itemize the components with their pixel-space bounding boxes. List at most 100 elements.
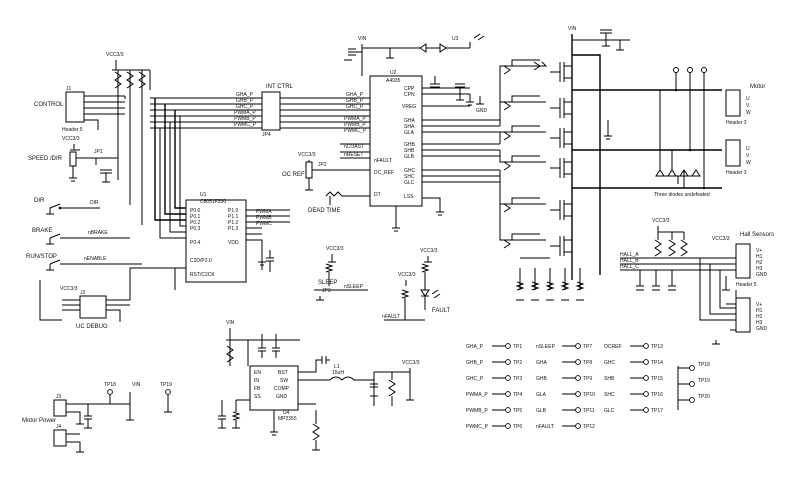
u1-pin-12: C2D/P2.0 (190, 258, 212, 264)
test-point (643, 375, 649, 381)
motor-power-label-text: Motor Power (22, 418, 56, 424)
u4-pin-4: FB (254, 386, 261, 392)
u4-pin-0: EN (254, 370, 261, 376)
motor-pin-v2: V (746, 153, 750, 159)
test-point (575, 423, 581, 429)
hall-pin-3: H3 (756, 266, 763, 272)
tp-designator: TP8 (583, 360, 592, 366)
u2-left-4: PWMB_P (344, 122, 366, 128)
u2-right-3: GHA (404, 118, 416, 124)
tp-power-2: TP19 (160, 382, 172, 388)
brake-net: nBRAKE (88, 230, 108, 236)
bus-net-1: GHA_P (236, 92, 254, 98)
vcc-label-1: VCC3/3 (106, 52, 124, 58)
hall-header-type: Header 5 (736, 282, 757, 288)
u1-pin-15: VDD (228, 240, 239, 246)
tp-designator: TP12 (583, 424, 595, 430)
hall-pin-1b: H1 (756, 308, 763, 314)
debug-connector (79, 295, 107, 319)
hall-net-b: HALL_B (620, 258, 639, 264)
u1-pin-2: P0.2 (190, 220, 201, 226)
u1-part: C8051F330 (200, 199, 226, 205)
tp-net-label: GLB (536, 408, 547, 414)
vcc-label-2: VCC3/3 (62, 136, 80, 142)
u2-right-8: GLB (404, 154, 415, 160)
dead-time-label: DEAD TIME (308, 208, 341, 214)
dir-net: DIR (90, 200, 99, 206)
tp-designator: TP5 (513, 408, 522, 414)
hall-sensors-label: Hall Sensors (740, 232, 774, 238)
bus-net-2: GHB_P (236, 98, 254, 104)
j3-connector (53, 399, 67, 417)
u1-body (185, 199, 247, 283)
top-right-testpoints (673, 67, 707, 190)
u2-left-5: PWMC_P (344, 128, 367, 134)
vin-label-1: VIN (358, 36, 367, 42)
tp-net-label: GHA (536, 360, 548, 366)
hall-pin-4: GND (756, 272, 768, 278)
tp-designator: TP13 (651, 344, 663, 350)
speed-pot (69, 151, 77, 167)
u2-designator: U2 (390, 70, 397, 76)
mosfet-high-c (530, 200, 572, 220)
tp-net-label: nFAULT (536, 424, 554, 430)
motor-pin-u: U (746, 96, 750, 102)
j1-designator: J1 (66, 86, 72, 92)
oc-ref-label: OC REF (282, 172, 305, 178)
tp-net-label: PWMA_P (466, 392, 488, 398)
motor-label: Motor (750, 84, 765, 90)
pwm-net-c: PWMC (256, 221, 272, 227)
u2-right-5: GLA (404, 130, 415, 136)
vcc-label-7: VCC3/3 (326, 246, 344, 252)
test-point (575, 391, 581, 397)
top-supply: VIN U3 (344, 33, 485, 76)
tp-designator: TP11 (583, 408, 595, 414)
test-point (505, 423, 511, 429)
ocref-pot (305, 161, 313, 179)
power-supply: VIN U4 MP2355 EN BST IN SW FB COMP SS GN… (218, 320, 420, 451)
sleep-label: SLEEP (318, 280, 337, 286)
u1-pin-4: P0.4 (190, 240, 201, 246)
test-point (505, 375, 511, 381)
test-point (505, 407, 511, 413)
int-ctrl-label: INT CTRL (266, 84, 294, 90)
vin-diode: U3 (452, 36, 459, 42)
tp-net-label: PWMC_P (466, 424, 489, 430)
int-ctrl-bus: INT CTRL JP4 GHA_P GHB_P GHC_P PWMA_P PW… (150, 84, 340, 239)
tp-net-label: GHC (604, 360, 616, 366)
u4-pin-5: COMP (274, 386, 290, 392)
test-point (643, 391, 649, 397)
three-diodes-label: Three diodes undefeated (654, 192, 710, 198)
u1-pin-0: P0.0 (190, 208, 201, 214)
bus-net-5: PWMB_P (234, 116, 256, 122)
j1-type: Header 5 (62, 127, 83, 133)
u2-right-6: GHB (404, 142, 416, 148)
hall-sensor-block: Hall Sensors VCC3/3 VCC3/3 HALL_A HALL_B… (620, 218, 774, 345)
tp-designator: TP14 (651, 360, 663, 366)
test-point (505, 359, 511, 365)
u2-left-3: PWMA_P (344, 116, 366, 122)
oc-ref-block: OC REF VCC3/3 JP2 DEAD TIME (282, 152, 370, 214)
nsleep-net: nSLEEP (344, 284, 364, 290)
test-point (643, 407, 649, 413)
j3-designator: J3 (56, 394, 62, 400)
tp-spare-2: TP19 (698, 378, 710, 384)
control-label: CONTROL (34, 102, 64, 108)
vin-label-4: VIN (132, 382, 141, 388)
diode-cluster: Three diodes undefeated (654, 169, 710, 198)
nfault-net: nFAULT (382, 314, 400, 320)
hall-pin-4b: GND (756, 326, 768, 332)
hall-pin-2b: H2 (756, 314, 763, 320)
test-point (643, 359, 649, 365)
motor-header-type-2: Header 3 (726, 170, 747, 176)
motor-header-1 (725, 89, 741, 117)
motor-power-label: Motor Power (22, 418, 56, 424)
j2-designator: J2 (80, 290, 86, 296)
mosfet-high-b (530, 128, 572, 148)
bus-net-3: GHC_P (236, 104, 254, 110)
tp-designator: TP16 (651, 392, 663, 398)
tp-net-label: SHC (604, 392, 615, 398)
tp-net-label: GHB (536, 376, 548, 382)
dir-label: DIR (34, 198, 45, 204)
